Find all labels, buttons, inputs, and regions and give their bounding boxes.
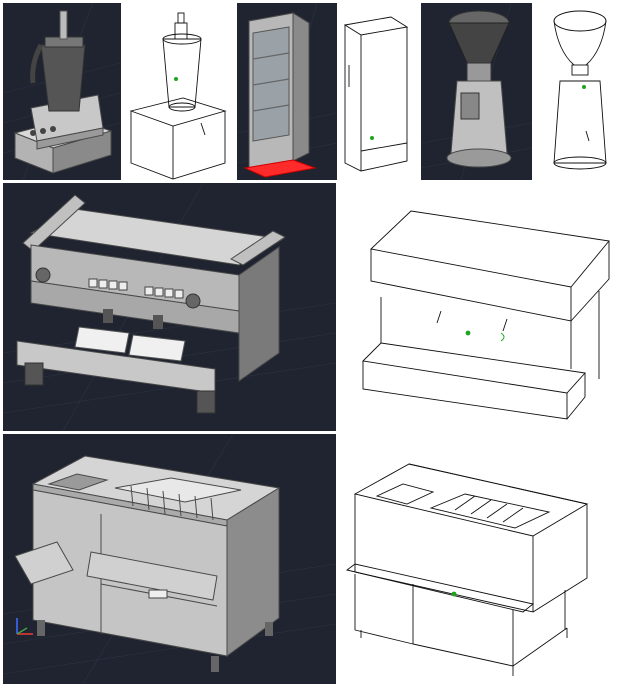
blender-shaded-viewport[interactable] bbox=[3, 3, 121, 180]
coffee-grinder-shaded-viewport[interactable] bbox=[421, 3, 532, 180]
bar-counter-wireframe-viewport[interactable] bbox=[337, 434, 622, 684]
coffee-grinder-wire-icon bbox=[553, 10, 607, 170]
bar-counter-wire-icon bbox=[345, 463, 589, 676]
espresso-machine-shaded-viewport[interactable] bbox=[3, 183, 336, 431]
bar-counter-icon bbox=[3, 434, 336, 684]
blender-icon bbox=[3, 3, 121, 180]
bar-counter-shaded-viewport[interactable] bbox=[3, 434, 336, 684]
blender-wireframe-icon bbox=[129, 12, 227, 180]
coffee-grinder-wireframe-viewport[interactable] bbox=[534, 3, 622, 180]
fridge-wireframe-viewport[interactable] bbox=[339, 3, 417, 180]
blender-wireframe-viewport[interactable] bbox=[123, 3, 235, 180]
fridge-icon bbox=[343, 16, 409, 172]
espresso-machine-icon bbox=[3, 183, 336, 431]
display-fridge-icon bbox=[237, 3, 337, 180]
display-fridge-shaded-viewport[interactable] bbox=[237, 3, 337, 180]
espresso-machine-wireframe-viewport[interactable] bbox=[337, 183, 622, 431]
espresso-wireframe-icon bbox=[362, 210, 610, 420]
coffee-grinder-icon bbox=[421, 3, 532, 180]
